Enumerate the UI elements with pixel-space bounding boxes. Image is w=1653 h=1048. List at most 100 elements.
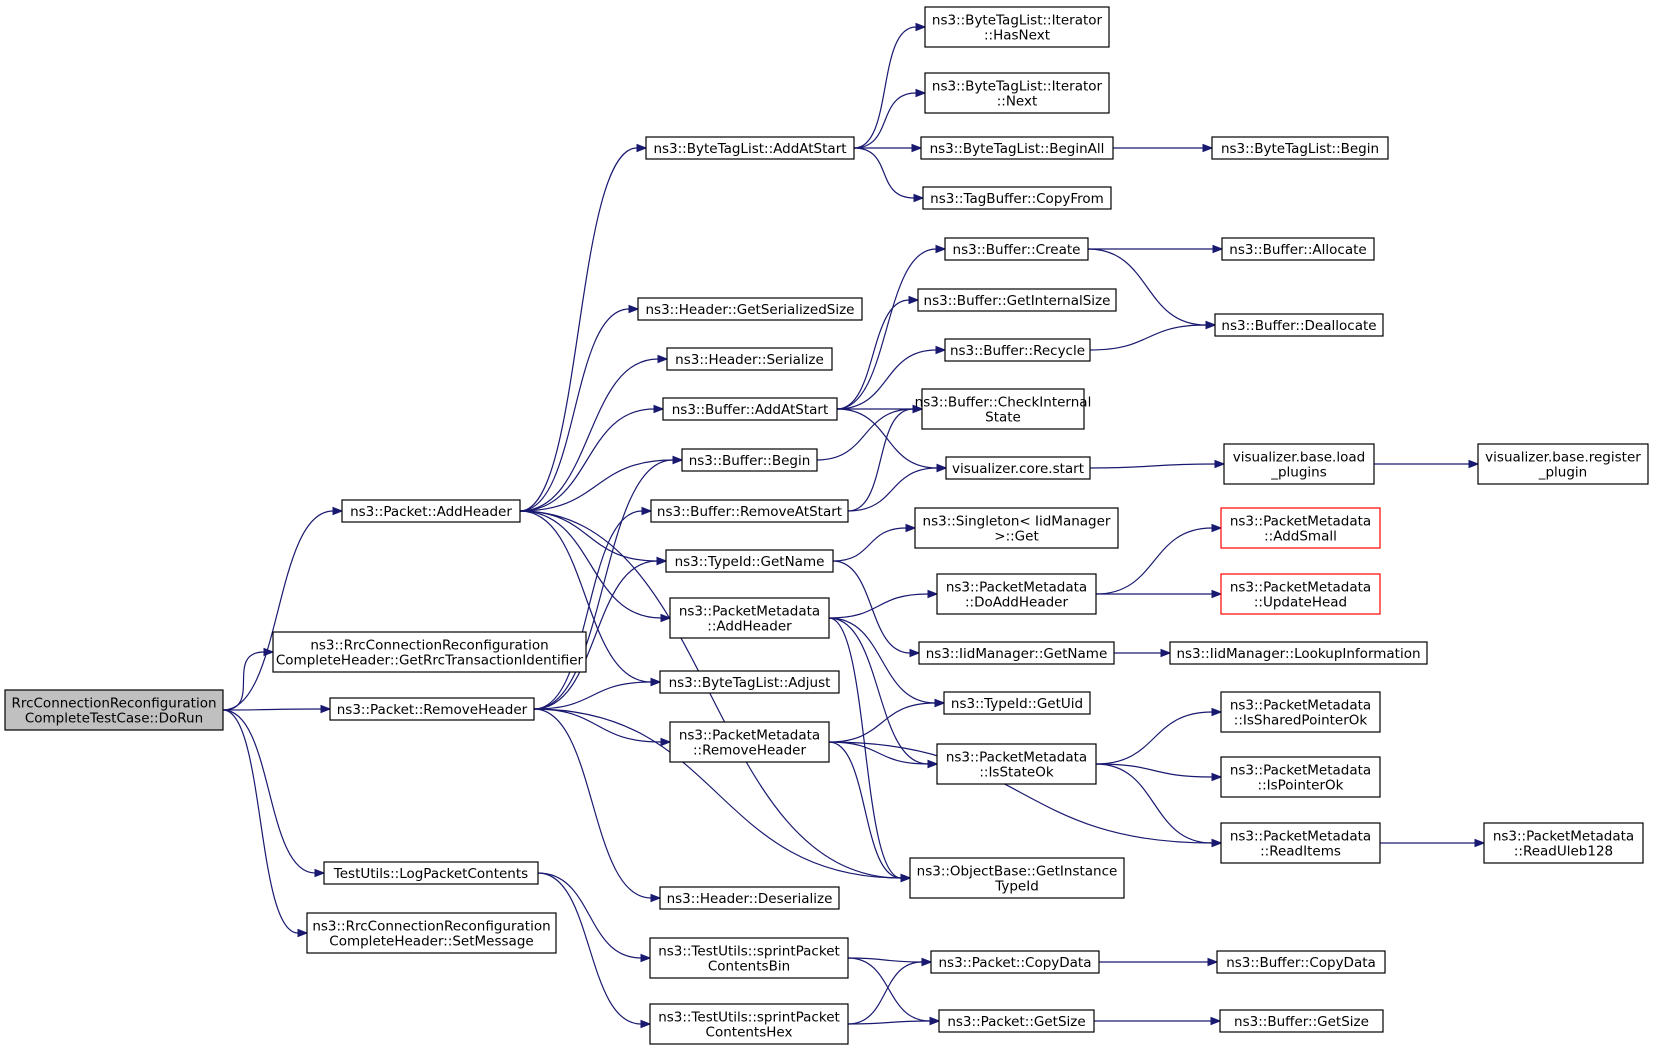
node-packetmetadata_addheader[interactable]: ns3::PacketMetadata::AddHeader [669,597,830,639]
edge-packet_addheader-to-header_getserializedsize [519,308,630,512]
node-buffer_begin[interactable]: ns3::Buffer::Begin [681,448,818,472]
node-packetmetadata_readuleb128[interactable]: ns3::PacketMetadata::ReadUleb128 [1483,822,1644,864]
edge-packet_addheader-to-objectbase_getinstancetypeid [519,510,902,879]
node-typeid_getuid[interactable]: ns3::TypeId::GetUid [943,691,1091,715]
node-buffer_copydata[interactable]: ns3::Buffer::CopyData [1216,950,1386,974]
node-bytetaglist_adjust[interactable]: ns3::ByteTagList::Adjust [659,670,840,694]
node-box-buffer_getinternalsize [917,288,1117,312]
node-box-objectbase_getinstancetypeid [909,857,1125,899]
node-packetmetadata_removeheader[interactable]: ns3::PacketMetadata::RemoveHeader [669,721,830,763]
node-box-typeid_getuid [943,691,1091,715]
node-packetmetadata_isstateok[interactable]: ns3::PacketMetadata::IsStateOk [936,743,1097,785]
node-box-buffer_checkinternalstate [921,388,1085,430]
node-buffer_removeatstart[interactable]: ns3::Buffer::RemoveAtStart [650,499,849,523]
node-label-singleton_get-1: >::Get [994,529,1038,545]
node-box-root [4,689,224,731]
node-box-iterator_next [924,72,1110,114]
edge-packet_addheader-to-bytetaglist_adjust [519,510,652,683]
node-label-packetmetadata_updatehead-1: ::UpdateHead [1254,595,1347,611]
node-label-singleton_get-0: ns3::Singleton< IidManager [923,514,1111,530]
edge-root-to-testutils_logpacketcontents [222,709,316,874]
edge-packet_removeheader-to-buffer_removeatstart [533,510,643,710]
node-bytetaglist_beginall[interactable]: ns3::ByteTagList::BeginAll [920,136,1114,160]
arrowhead-packetmetadata_removeheader-to-packetmetadata_isstateok [927,759,939,769]
node-bytetaglist_addatstart[interactable]: ns3::ByteTagList::AddAtStart [645,136,855,160]
node-packetmetadata_ispointerok[interactable]: ns3::PacketMetadata::IsPointerOk [1220,756,1381,798]
node-label-bytetaglist_begin-0: ns3::ByteTagList::Begin [1221,141,1379,157]
edge-packetmetadata_removeheader-to-packetmetadata_readitems [828,741,1213,844]
node-label-buffer_addatstart-0: ns3::Buffer::AddAtStart [672,402,829,418]
node-singleton_get[interactable]: ns3::Singleton< IidManager>::Get [914,507,1119,549]
node-root[interactable]: RrcConnectionReconfigurationCompleteTest… [4,689,224,731]
node-buffer_allocate[interactable]: ns3::Buffer::Allocate [1221,237,1375,261]
node-bytetaglist_begin[interactable]: ns3::ByteTagList::Begin [1211,136,1389,160]
node-tagbuffer_copyfrom[interactable]: ns3::TagBuffer::CopyFrom [922,186,1112,210]
node-box-visualizer_core_start [945,456,1091,480]
node-box-packetmetadata_isstateok [936,743,1097,785]
node-buffer_deallocate[interactable]: ns3::Buffer::Deallocate [1214,313,1384,337]
node-buffer_getinternalsize[interactable]: ns3::Buffer::GetInternalSize [917,288,1117,312]
node-packet_getsize[interactable]: ns3::Packet::GetSize [938,1009,1095,1033]
node-label-packet_removeheader-0: ns3::Packet::RemoveHeader [337,702,528,718]
arrowhead-visualizer_base_load_plugins-to-visualizer_base_register_plugin [1468,459,1480,469]
node-iidmanager_lookupinformation[interactable]: ns3::IidManager::LookupInformation [1169,641,1428,665]
node-packetmetadata_readitems[interactable]: ns3::PacketMetadata::ReadItems [1220,822,1381,864]
node-rrc_get_transaction_id[interactable]: ns3::RrcConnectionReconfigurationComplet… [272,631,587,673]
node-packetmetadata_updatehead[interactable]: ns3::PacketMetadata::UpdateHead [1220,573,1381,615]
node-header_serialize[interactable]: ns3::Header::Serialize [666,347,833,371]
node-visualizer_base_register_plugin[interactable]: visualizer.base.register_plugin [1477,443,1649,485]
node-buffer_recycle[interactable]: ns3::Buffer::Recycle [944,338,1091,362]
node-buffer_addatstart[interactable]: ns3::Buffer::AddAtStart [662,397,838,421]
edge-root-to-rrc_setmessage [222,709,299,934]
node-visualizer_base_load_plugins[interactable]: visualizer.base.load_plugins [1223,443,1375,485]
edge-packet_removeheader-to-objectbase_getinstancetypeid [533,708,902,879]
arrowhead-packet_removeheader-to-typeid_getname [656,556,668,566]
node-rrc_setmessage[interactable]: ns3::RrcConnectionReconfigurationComplet… [306,912,557,954]
node-header_getserializedsize[interactable]: ns3::Header::GetSerializedSize [637,297,863,321]
node-label-packetmetadata_ispointerok-1: ::IsPointerOk [1258,778,1344,794]
node-label-packet_getsize-0: ns3::Packet::GetSize [947,1014,1085,1030]
arrowhead-testutils_logpacketcontents-to-sprintpacket_hex [640,1019,652,1029]
node-typeid_getname[interactable]: ns3::TypeId::GetName [665,549,834,573]
node-header_deserialize[interactable]: ns3::Header::Deserialize [659,886,840,910]
node-label-packetmetadata_readuleb128-0: ns3::PacketMetadata [1493,829,1634,845]
node-packet_addheader[interactable]: ns3::Packet::AddHeader [341,499,521,523]
node-iidmanager_getname[interactable]: ns3::IidManager::GetName [918,641,1115,665]
node-packetmetadata_issharedpointerok[interactable]: ns3::PacketMetadata::IsSharedPointerOk [1220,691,1381,733]
node-label-packetmetadata_issharedpointerok-0: ns3::PacketMetadata [1230,698,1371,714]
node-box-iidmanager_lookupinformation [1169,641,1428,665]
edge-sprintpacket_hex-to-packet_getsize [847,1020,931,1025]
node-buffer_create[interactable]: ns3::Buffer::Create [944,237,1089,261]
node-testutils_logpacketcontents[interactable]: TestUtils::LogPacketContents [323,861,539,885]
node-box-buffer_deallocate [1214,313,1384,337]
edge-packetmetadata_removeheader-to-packetmetadata_isstateok [828,741,929,765]
node-packetmetadata_addsmall[interactable]: ns3::PacketMetadata::AddSmall [1220,507,1381,549]
arrowhead-bytetaglist_addatstart-to-tagbuffer_copyfrom [913,193,925,203]
edge-root-to-packet_addheader [222,510,334,711]
node-packet_copydata[interactable]: ns3::Packet::CopyData [930,950,1100,974]
node-label-visualizer_base_register_plugin-0: visualizer.base.register [1485,450,1641,466]
node-box-bytetaglist_addatstart [645,136,855,160]
node-box-packetmetadata_doaddheader [936,573,1097,615]
edge-packetmetadata_removeheader-to-typeid_getuid [828,702,936,743]
node-label-visualizer_core_start-0: visualizer.core.start [952,461,1084,477]
node-iterator_next[interactable]: ns3::ByteTagList::Iterator::Next [924,72,1110,114]
arrowhead-buffer_removeatstart-to-visualizer_core_start [936,463,948,473]
node-visualizer_core_start[interactable]: visualizer.core.start [945,456,1091,480]
node-iterator_hasnext[interactable]: ns3::ByteTagList::Iterator::HasNext [924,6,1110,48]
arrowhead-packetmetadata_addheader-to-packetmetadata_doaddheader [927,589,939,599]
arrowhead-packet_addheader-to-bytetaglist_addatstart [636,143,648,153]
node-packetmetadata_doaddheader[interactable]: ns3::PacketMetadata::DoAddHeader [936,573,1097,615]
node-box-visualizer_base_register_plugin [1477,443,1649,485]
arrowhead-typeid_getname-to-iidmanager_getname [909,648,921,658]
node-label-iidmanager_lookupinformation-0: ns3::IidManager::LookupInformation [1176,646,1420,662]
node-buffer_getsize[interactable]: ns3::Buffer::GetSize [1219,1009,1384,1033]
node-packet_removeheader[interactable]: ns3::Packet::RemoveHeader [329,697,535,721]
node-label-rrc_setmessage-1: CompleteHeader::SetMessage [329,934,533,950]
node-label-packetmetadata_addsmall-0: ns3::PacketMetadata [1230,514,1371,530]
edge-sprintpacket_hex-to-packet_copydata [847,961,923,1025]
